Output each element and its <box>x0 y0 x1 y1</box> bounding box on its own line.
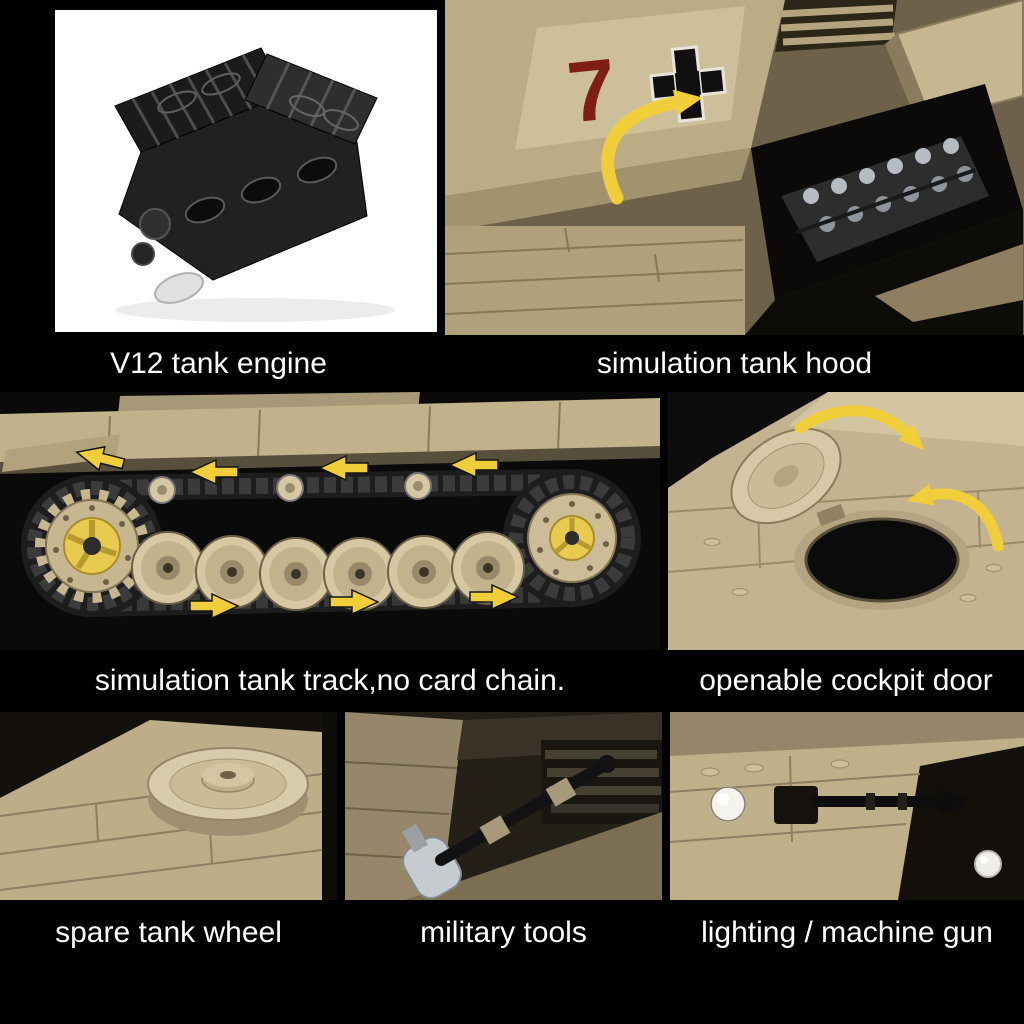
shovel-icon <box>402 755 616 900</box>
idler-wheel <box>527 493 617 583</box>
cockpit-arrow-icons <box>794 405 1004 552</box>
panel-tank-hood-photo: 7 <box>445 0 1024 335</box>
road-wheels <box>131 531 525 611</box>
panel-military-tools-photo <box>345 712 662 900</box>
panel-v12-engine-photo <box>55 10 437 332</box>
caption-tank-hood: simulation tank hood <box>445 335 1024 392</box>
hatch-opening <box>794 510 970 610</box>
road-wheel <box>259 537 333 611</box>
caption-tank-track: simulation tank track,no card chain. <box>0 650 660 712</box>
spare-wheel-illustration <box>0 712 337 900</box>
cockpit-illustration <box>668 392 1024 650</box>
panel-cockpit-door-photo <box>668 392 1024 650</box>
hatch-lid <box>730 427 842 525</box>
v12-engine-body <box>114 47 378 304</box>
german-cross-icon <box>649 45 727 123</box>
caption-military-tools: military tools <box>345 900 662 966</box>
hood-open-arrow-icon <box>601 89 703 205</box>
v12-engine-illustration <box>55 10 437 332</box>
road-wheel <box>195 535 269 609</box>
engine-bay <box>751 84 1023 300</box>
return-rollers <box>148 472 432 504</box>
hood-number-marking: 7 <box>563 41 621 141</box>
tank-track-illustration <box>0 392 660 650</box>
panel-tank-track-photo <box>0 392 660 650</box>
drive-sprocket <box>35 489 149 603</box>
panel-machine-gun-photo <box>670 712 1024 900</box>
caption-cockpit-door: openable cockpit door <box>668 650 1024 712</box>
road-wheel <box>387 535 461 609</box>
tank-hood-illustration: 7 <box>445 0 1024 335</box>
headlight-icon <box>710 786 746 822</box>
engine-fan <box>154 272 204 304</box>
caption-machine-gun: lighting / machine gun <box>670 900 1024 966</box>
engine-deck-slats <box>541 740 662 824</box>
machine-gun-illustration <box>670 712 1024 900</box>
machine-gun-icon <box>774 786 966 824</box>
light-piece-icon <box>974 850 1002 878</box>
panel-spare-wheel-photo <box>0 712 337 900</box>
spare-wheel <box>147 747 309 836</box>
caption-v12-engine: V12 tank engine <box>0 335 437 392</box>
road-wheel <box>451 531 525 605</box>
road-wheel <box>323 537 397 611</box>
road-wheel <box>131 531 205 605</box>
caption-spare-wheel: spare tank wheel <box>0 900 337 966</box>
military-tools-illustration <box>345 712 662 900</box>
rear-grille <box>775 0 897 52</box>
